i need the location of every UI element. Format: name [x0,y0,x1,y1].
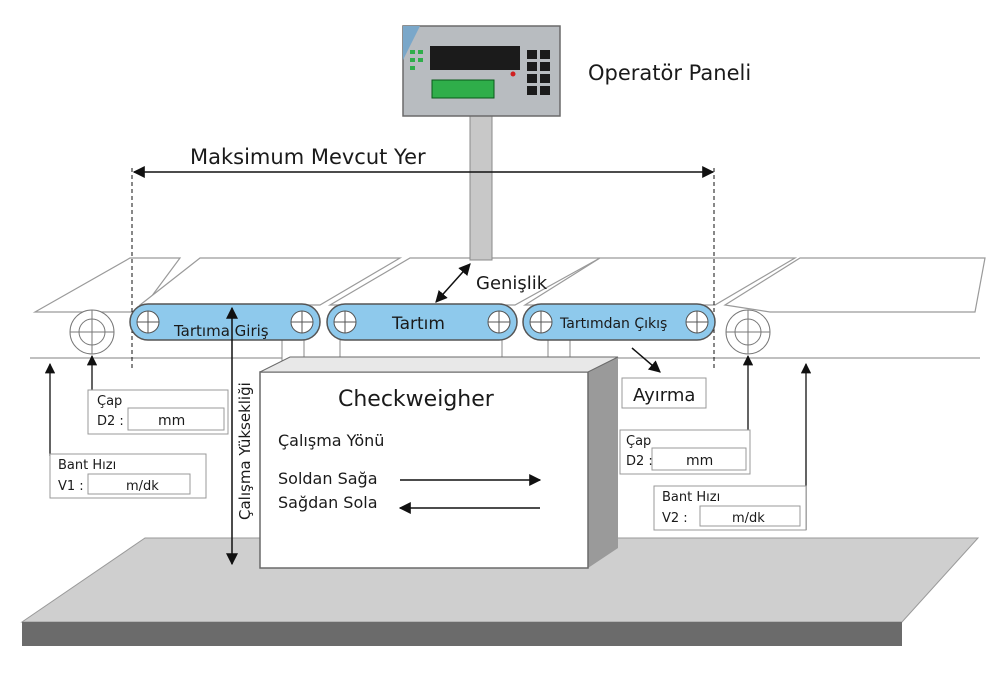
weighing-conveyor [326,303,518,341]
background-conveyors [30,257,986,359]
panel-stand [469,109,493,261]
working-height-label: Çalışma Yüksekliği [236,382,254,520]
outfeed-conveyor [522,303,716,341]
width-arrow [435,263,471,303]
diameter-right-box [619,429,751,475]
speed-right-unit: m/dk [732,511,765,526]
speed-right-prefix: V2 : [662,511,688,526]
reject-label: Ayırma [633,385,695,406]
weighing-label: Tartım [391,314,445,334]
diameter-right-prefix: D2 : [626,454,653,469]
speed-right-box [653,485,807,531]
width-label: Genişlik [476,273,548,294]
speed-left-prefix: V1 : [58,479,84,494]
reject-box [621,377,707,409]
diameter-right-title: Çap [626,434,651,449]
diameter-left-prefix: D2 : [97,414,124,429]
diameter-left-box [87,389,229,435]
checkweigher-title: Checkweigher [338,387,495,412]
left-to-right-label: Soldan Sağa [278,469,378,488]
speed-left-unit: m/dk [126,479,159,494]
infeed-conveyor [129,303,321,341]
diameter-left-title: Çap [97,394,122,409]
direction-title: Çalışma Yönü [278,431,384,450]
operator-panel [402,25,561,117]
diameter-left-unit: mm [158,413,185,429]
right-to-left-label: Sağdan Sola [278,493,378,512]
speed-left-box [49,453,207,499]
diameter-right-unit: mm [686,453,713,469]
outfeed-label: Tartımdan Çıkış [559,316,667,332]
speed-right-title: Bant Hızı [662,490,720,505]
infeed-label: Tartıma Giriş [173,322,269,340]
left-roller [69,309,115,355]
reject-arrow [631,347,661,373]
operator-panel-label: Operatör Paneli [588,61,751,85]
speed-left-title: Bant Hızı [58,458,116,473]
checkweigher-body [259,356,619,569]
right-roller [725,309,771,355]
max-space-label: Maksimum Mevcut Yer [190,145,426,169]
